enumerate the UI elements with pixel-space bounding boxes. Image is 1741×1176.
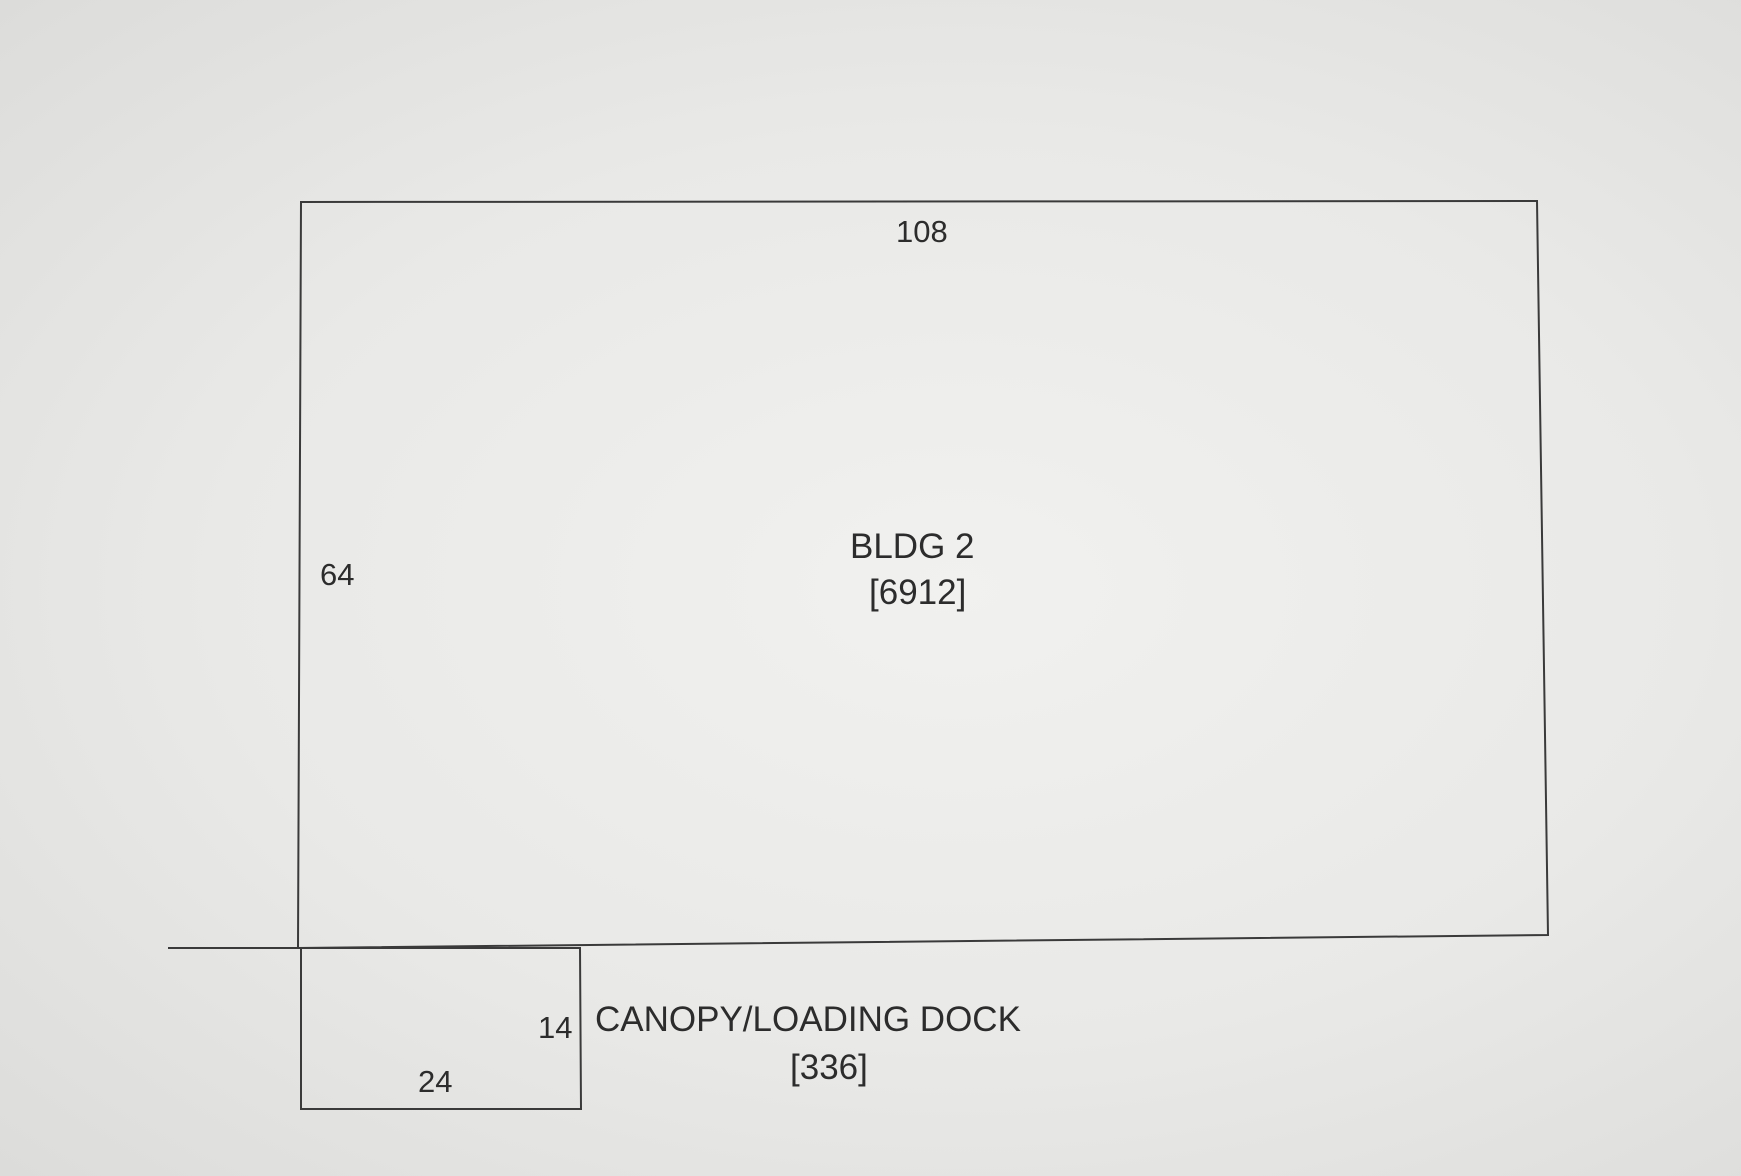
building-area-label: [6912] <box>869 573 967 612</box>
canopy-width-label: 24 <box>418 1064 453 1099</box>
building-width-label: 108 <box>896 214 948 249</box>
building-outline[interactable] <box>296 199 1550 950</box>
building-depth-label: 64 <box>320 557 355 592</box>
building-name-label: BLDG 2 <box>850 527 975 566</box>
canopy-outline[interactable] <box>300 947 583 1110</box>
canopy-name-label: CANOPY/LOADING DOCK <box>595 1000 1021 1039</box>
canopy-area-label: [336] <box>790 1048 868 1087</box>
canopy-depth-label: 14 <box>538 1010 573 1045</box>
